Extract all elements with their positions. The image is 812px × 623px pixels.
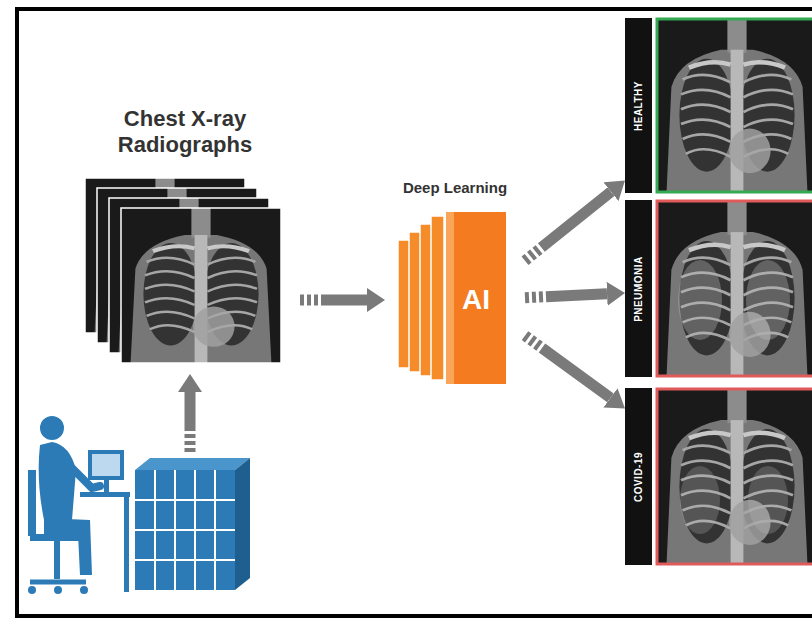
ai-block bbox=[446, 212, 506, 384]
xray-stack bbox=[121, 208, 281, 363]
class-panel: PNEUMONIA bbox=[625, 200, 812, 377]
ai-block bbox=[398, 212, 506, 384]
workstation-icon bbox=[28, 586, 36, 594]
xray-stack bbox=[85, 178, 281, 363]
flow-arrow bbox=[525, 294, 607, 298]
server-icon bbox=[135, 470, 235, 590]
label-strip: COVID-19 bbox=[625, 388, 652, 565]
flow-arrow bbox=[300, 294, 367, 305]
class-label: PNEUMONIA bbox=[633, 256, 645, 322]
server-icon bbox=[135, 458, 250, 590]
server-icon bbox=[135, 499, 235, 501]
workstation-icon bbox=[104, 480, 109, 492]
workstation-icon bbox=[80, 492, 130, 497]
covid-xray bbox=[657, 390, 812, 563]
pneumonia-xray bbox=[657, 201, 812, 376]
flow-arrow bbox=[525, 192, 611, 261]
pneumonia-xray bbox=[657, 202, 812, 375]
workstation-icon bbox=[39, 442, 76, 520]
workstation-icon bbox=[54, 541, 60, 579]
outer-frame bbox=[17, 9, 812, 616]
ai-block bbox=[431, 216, 444, 380]
ai-block bbox=[446, 212, 454, 384]
healthy-xray bbox=[657, 19, 812, 192]
workstation-icon bbox=[44, 518, 92, 575]
xray-stack bbox=[121, 208, 281, 363]
ai-label: AI bbox=[446, 283, 506, 317]
workstation-icon bbox=[28, 470, 36, 536]
workstation-icon bbox=[28, 416, 130, 594]
covid-xray bbox=[657, 389, 812, 564]
server-icon bbox=[135, 529, 235, 531]
covid-xray bbox=[680, 466, 720, 534]
pneumonia-xray bbox=[678, 260, 722, 340]
server-icon bbox=[135, 470, 235, 590]
class-label: HEALTHY bbox=[633, 81, 645, 131]
workstation-icon bbox=[40, 416, 64, 440]
server-icon bbox=[135, 458, 250, 470]
class-panel: HEALTHY bbox=[625, 18, 812, 193]
workstation-icon bbox=[92, 454, 120, 476]
upload-arrow bbox=[185, 392, 196, 452]
pneumonia-xray bbox=[657, 201, 812, 376]
image-stack-node: Chest X-ray Radiographs bbox=[70, 100, 300, 370]
healthy-xray bbox=[657, 19, 812, 192]
covid-xray bbox=[657, 389, 812, 564]
workstation-icon bbox=[124, 497, 129, 592]
stack-heading: Chest X-ray Radiographs bbox=[70, 100, 300, 158]
label-strip: HEALTHY bbox=[625, 18, 652, 193]
workstation-icon bbox=[88, 450, 124, 480]
server-icon bbox=[135, 559, 235, 561]
label-strip: PNEUMONIA bbox=[625, 200, 652, 377]
class-panel: COVID-19 bbox=[625, 388, 812, 565]
workstation-icon bbox=[30, 580, 86, 585]
deep-learning-node: Deep LearningAI bbox=[385, 175, 525, 390]
flow-arrow bbox=[525, 336, 610, 398]
workstation-icon bbox=[30, 534, 84, 541]
class-label: COVID-19 bbox=[633, 451, 645, 501]
workstation-icon bbox=[54, 586, 62, 594]
model-heading: Deep Learning bbox=[385, 175, 525, 197]
workstation-icon bbox=[80, 586, 88, 594]
pneumonia-xray bbox=[746, 260, 790, 340]
server-icon bbox=[235, 458, 250, 590]
healthy-xray bbox=[657, 20, 812, 191]
covid-xray bbox=[748, 466, 788, 534]
